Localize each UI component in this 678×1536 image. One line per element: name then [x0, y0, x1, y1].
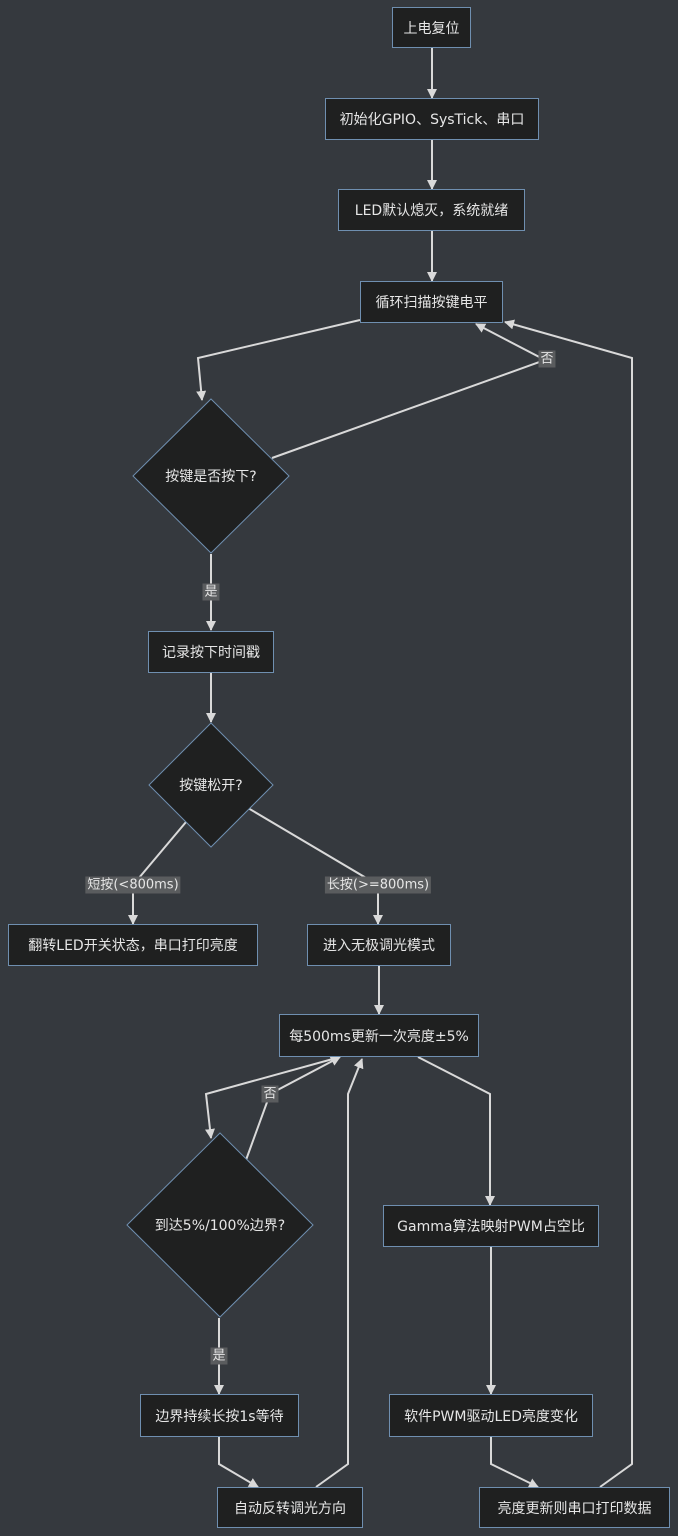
node-boundary-label: 到达5%/100%边界? — [154, 1218, 286, 1234]
edge-label-boundary-no: 否 — [261, 1085, 279, 1103]
node-power-on: 上电复位 — [392, 7, 471, 48]
edge-reverse-update — [315, 1058, 364, 1488]
node-led-off-label: LED默认熄灭，系统就绪 — [354, 203, 509, 219]
node-pressed-label: 按键是否按下? — [165, 469, 257, 485]
node-init: 初始化GPIO、SysTick、串口 — [325, 98, 539, 140]
edge-pwm-print — [490, 1437, 539, 1488]
edge-label-boundary-yes: 是 — [210, 1347, 228, 1365]
node-gamma-label: Gamma算法映射PWM占空比 — [397, 1219, 585, 1235]
node-pwm-label: 软件PWM驱动LED亮度变化 — [404, 1408, 578, 1425]
edge-update-boundary — [204, 1056, 341, 1139]
node-released-diamond — [148, 722, 274, 848]
node-boundary-decision: 到达5%/100%边界? — [126, 1132, 314, 1318]
edge-label-short-press: 短按(<800ms) — [85, 876, 181, 894]
edge-label-long-press: 长按(>=800ms) — [324, 876, 432, 894]
node-dim-mode-label: 进入无极调光模式 — [323, 938, 435, 954]
node-released-label: 按键松开? — [179, 778, 243, 794]
node-toggle: 翻转LED开关状态，串口打印亮度 — [8, 924, 258, 966]
node-wait-label: 边界持续长按1s等待 — [155, 1408, 284, 1425]
node-record-ts-label: 记录按下时间戳 — [162, 645, 260, 661]
node-power-on-label: 上电复位 — [403, 20, 460, 37]
node-reverse-label: 自动反转调光方向 — [234, 1500, 346, 1517]
node-toggle-label: 翻转LED开关状态，串口打印亮度 — [28, 938, 238, 954]
node-dim-mode: 进入无极调光模式 — [307, 924, 451, 966]
node-pwm: 软件PWM驱动LED亮度变化 — [389, 1394, 593, 1437]
node-led-off: LED默认熄灭，系统就绪 — [338, 189, 525, 231]
node-pressed-diamond — [132, 398, 290, 554]
edge-scan-pressed — [196, 319, 361, 401]
edge-update-gamma — [417, 1056, 495, 1206]
edge-label-pressed-yes: 是 — [202, 583, 220, 601]
node-scan-label: 循环扫描按键电平 — [375, 295, 488, 311]
edge-print-scan — [504, 319, 633, 1488]
node-init-label: 初始化GPIO、SysTick、串口 — [339, 112, 525, 128]
node-print: 亮度更新则串口打印数据 — [479, 1487, 670, 1528]
node-record-ts: 记录按下时间戳 — [148, 631, 274, 673]
node-scan: 循环扫描按键电平 — [360, 281, 503, 323]
node-boundary-diamond — [126, 1132, 314, 1318]
node-released-decision: 按键松开? — [148, 722, 274, 848]
node-update-label: 每500ms更新一次亮度±5% — [289, 1028, 469, 1045]
node-wait: 边界持续长按1s等待 — [140, 1394, 299, 1437]
node-reverse: 自动反转调光方向 — [217, 1487, 363, 1528]
edge-wait-reverse — [218, 1437, 259, 1488]
node-print-label: 亮度更新则串口打印数据 — [497, 1500, 652, 1517]
node-gamma: Gamma算法映射PWM占空比 — [383, 1205, 599, 1247]
node-update: 每500ms更新一次亮度±5% — [279, 1014, 479, 1057]
edge-label-pressed-no: 否 — [538, 350, 556, 368]
node-pressed-decision: 按键是否按下? — [132, 398, 290, 554]
edge-pressed-no-scan — [271, 323, 548, 459]
